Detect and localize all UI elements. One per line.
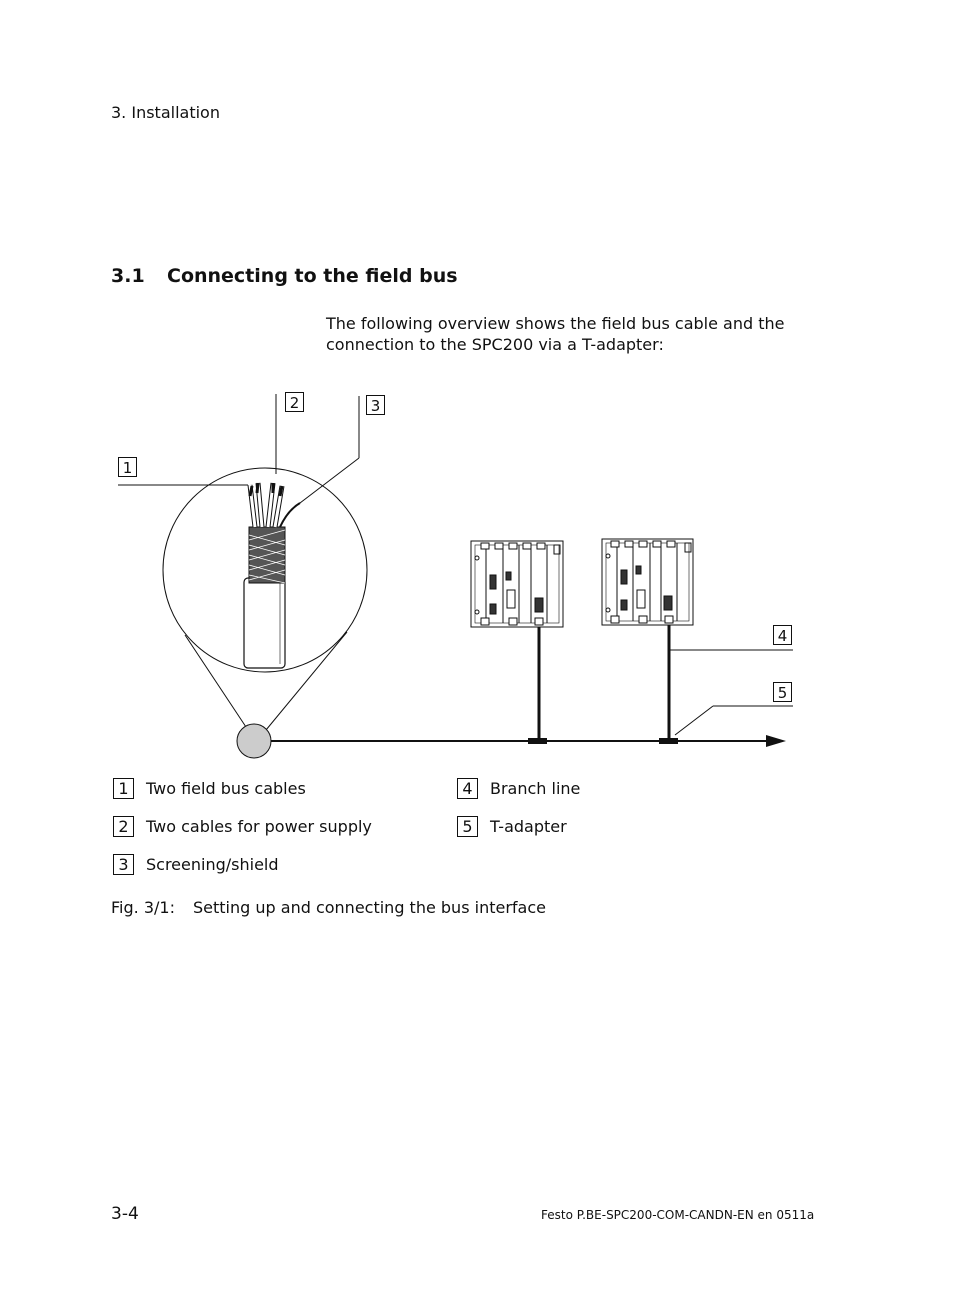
bus-arrow: [766, 735, 786, 747]
cable-illustration: [243, 482, 301, 669]
running-header: 3. Installation: [111, 103, 220, 122]
spc200-module-2: [601, 538, 694, 626]
callout-1: 1: [118, 457, 137, 477]
callout-4: 4: [773, 625, 792, 645]
intro-paragraph: The following overview shows the field b…: [326, 314, 785, 354]
figure-caption: Setting up and connecting the bus interf…: [193, 898, 546, 917]
callout-3: 3: [366, 395, 385, 415]
section-number: 3.1: [111, 265, 145, 287]
legend-text-1: Two field bus cables: [146, 779, 306, 798]
legend-num-3: 3: [113, 854, 134, 875]
legend-num-4: 4: [457, 778, 478, 799]
legend-num-5: 5: [457, 816, 478, 837]
legend-text-5: T-adapter: [490, 817, 567, 836]
spc200-module-1: [470, 540, 564, 628]
magnifier-cone-right: [265, 631, 348, 731]
t-adapter-1: [528, 738, 547, 744]
legend-text-3: Screening/shield: [146, 855, 279, 874]
magnifier-circle: [162, 467, 368, 673]
legend-num-1: 1: [113, 778, 134, 799]
legend-num-2: 2: [113, 816, 134, 837]
callout-2: 2: [285, 392, 304, 412]
section-title: Connecting to the field bus: [167, 265, 458, 287]
figure-label: Fig. 3/1:: [111, 898, 175, 917]
legend-text-2: Two cables for power supply: [146, 817, 372, 836]
t-adapter-2: [659, 738, 678, 744]
page-number: 3-4: [111, 1204, 139, 1224]
legend-text-4: Branch line: [490, 779, 581, 798]
magnified-point: [236, 723, 272, 759]
document-footer: Festo P.BE-SPC200-COM-CANDN-EN en 0511a: [541, 1208, 815, 1222]
callout-5: 5: [773, 682, 792, 702]
magnifier-cone-left: [184, 634, 249, 731]
